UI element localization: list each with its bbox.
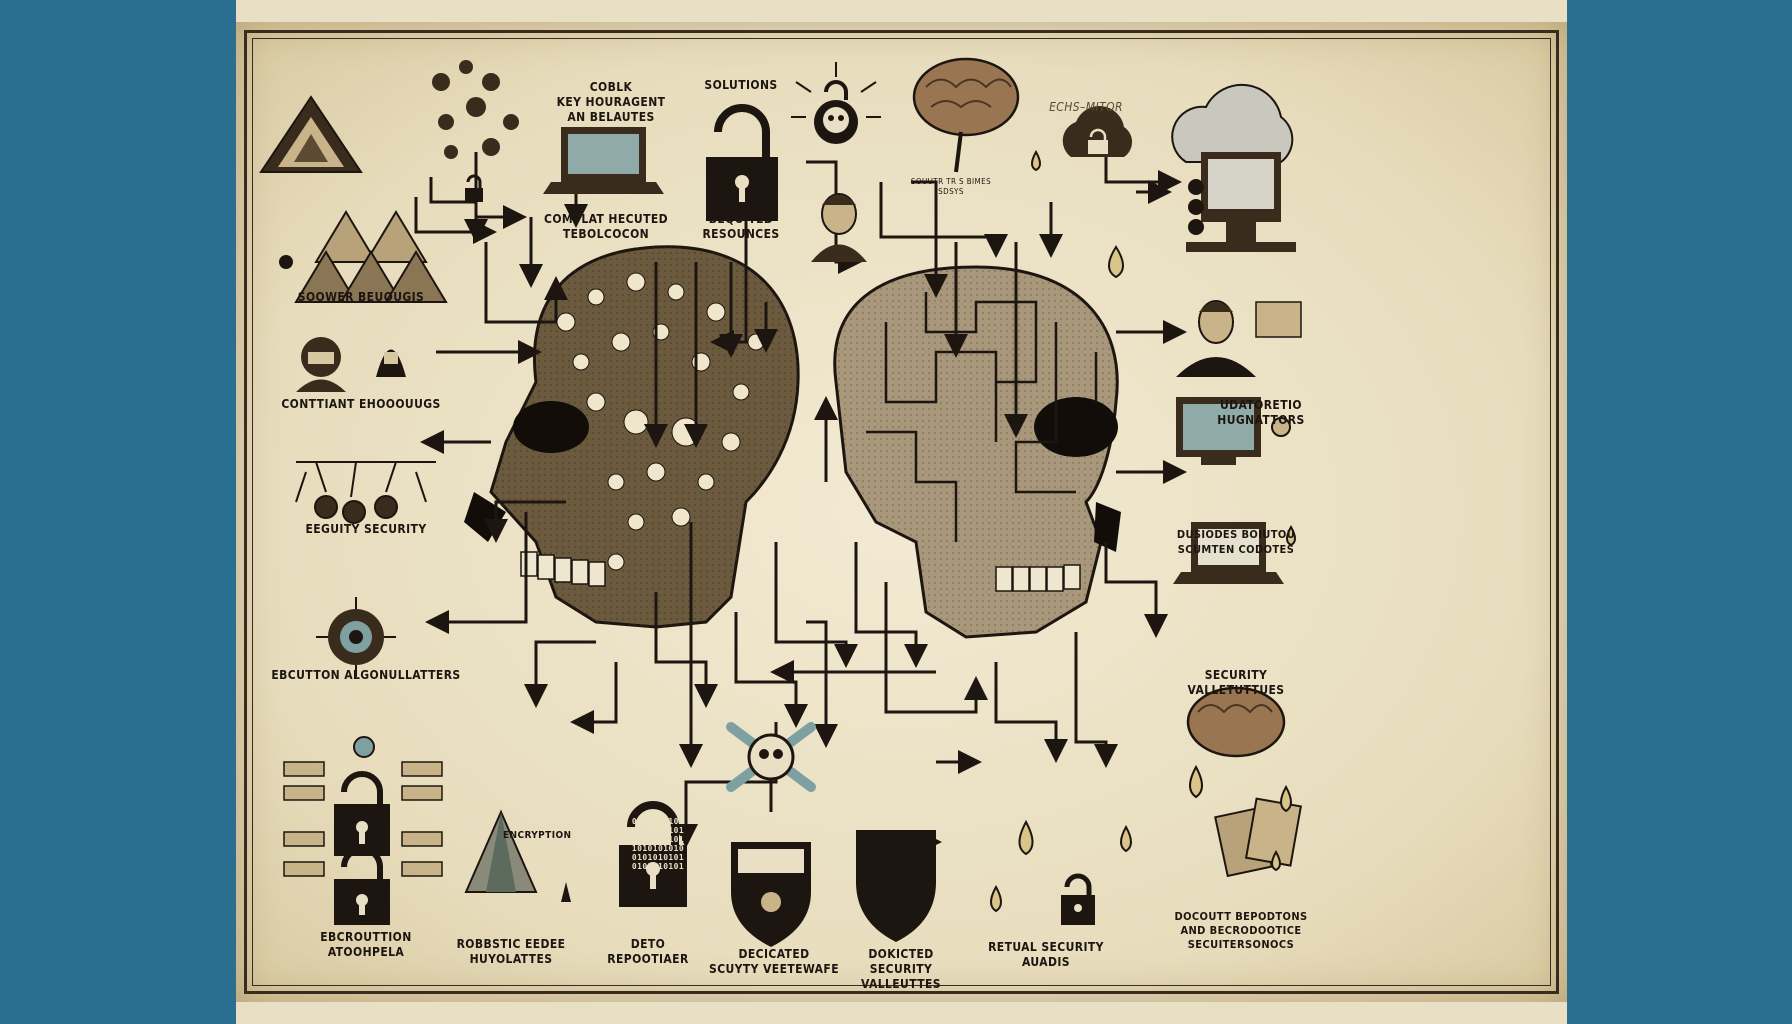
label-ebcutton: EBCUTTON ALGONULLATTERS — [271, 668, 461, 682]
crystal-icon — [464, 809, 571, 902]
poster-frame — [244, 30, 1559, 994]
cloud-computer-icon — [1171, 83, 1296, 252]
label-docout: DOCOUTT BEPODTONS AND BECRODOOTICE SECUI… — [1174, 910, 1308, 951]
key-emblem-icon — [316, 597, 396, 677]
label-ecuity: EEGUITY SECURITY — [305, 522, 427, 536]
label-complat: COMPLAT HECUTED TEBOLCOCON — [544, 212, 668, 241]
label-contiant: CONTTIANT EHOOOUUGS — [281, 397, 441, 411]
connector-arrows — [414, 152, 1187, 854]
mini-skull-cluster — [556, 272, 765, 571]
label-robbstic: ROBBSTIC EEDEE HUYOLATTES — [456, 937, 566, 966]
infographic-poster: ENCRYPTION 0101010101 0101010101 0101010… — [236, 22, 1567, 1002]
label-retual: RETUAL SECURITY AUADIS — [988, 940, 1104, 969]
label-soower: SOOWER BEUOUGIS — [297, 290, 425, 304]
label-dusioes: DUSIODES BOIUTOU SCUMTEN CODOTES — [1176, 528, 1296, 556]
people-pyramids-icon — [279, 210, 448, 303]
label-solutions: SOLUTIONS — [704, 78, 778, 92]
brain-icon — [912, 57, 1020, 173]
label-ebcrouttion: EBCROUTTION ATOOHPELA — [320, 930, 412, 959]
label-decicated: DECICATED SCUYTY VEETEWAFE — [709, 947, 839, 976]
small-padlock-icon — [465, 174, 483, 202]
label-security-vall: SECURITY VALLETUTTUES — [1187, 668, 1285, 697]
binary-code-text: 0101010101 0101010101 0101010101 1010101… — [631, 817, 685, 871]
network-icon — [295, 461, 436, 524]
hacker-icon — [296, 337, 406, 392]
document-icon — [1214, 797, 1303, 878]
maze-pattern — [866, 292, 1098, 542]
triangle-icon — [259, 95, 363, 173]
droplet-icon — [990, 149, 1296, 913]
poster-frame-inner — [252, 38, 1551, 986]
padlock-stack-icon — [283, 736, 443, 925]
brain-bottom-icon — [1186, 686, 1286, 758]
left-blue-panel — [0, 0, 236, 1024]
label-top-right-script: ECHS–MITOR — [1049, 100, 1123, 114]
padlock-small-right-icon — [1061, 873, 1095, 925]
agent-portrait-icon — [1176, 300, 1302, 377]
padlock-bottom-icon — [619, 801, 687, 907]
encryption-shield-icon — [731, 842, 811, 947]
laptop-icon — [543, 127, 664, 194]
skull-crossbones-icon — [726, 722, 816, 812]
gears-icon — [432, 60, 519, 159]
encryption-shield-label: ENCRYPTION — [503, 830, 572, 841]
portrait-icon — [811, 193, 867, 262]
label-deto: DETO REPOOTIAER — [607, 937, 689, 966]
diagram-artwork — [259, 57, 1303, 947]
right-skull — [833, 265, 1121, 639]
label-top-center-1: COBLK KEY HOURAGENT AN BELAUTES — [556, 80, 666, 124]
label-tiny-caption: SOUUTR TR S BIMES SDSYS — [910, 177, 992, 196]
right-blue-panel — [1567, 0, 1792, 1024]
label-bequited: BEQUITED RESOUNCES — [702, 212, 780, 241]
binary-shield-icon — [856, 830, 936, 942]
skull-lock-icon — [791, 62, 881, 144]
label-dokicted: DOKICTED SECURITY VALLEUTTES — [861, 947, 941, 991]
padlock-icon — [706, 104, 778, 221]
monitor-icon — [1176, 397, 1291, 465]
cloud-lock-icon — [1062, 106, 1133, 157]
label-udatoretio: UDATORETIO HUGNATTORS — [1217, 398, 1305, 427]
left-skull — [464, 245, 800, 629]
laptop-right-icon — [1173, 522, 1284, 584]
